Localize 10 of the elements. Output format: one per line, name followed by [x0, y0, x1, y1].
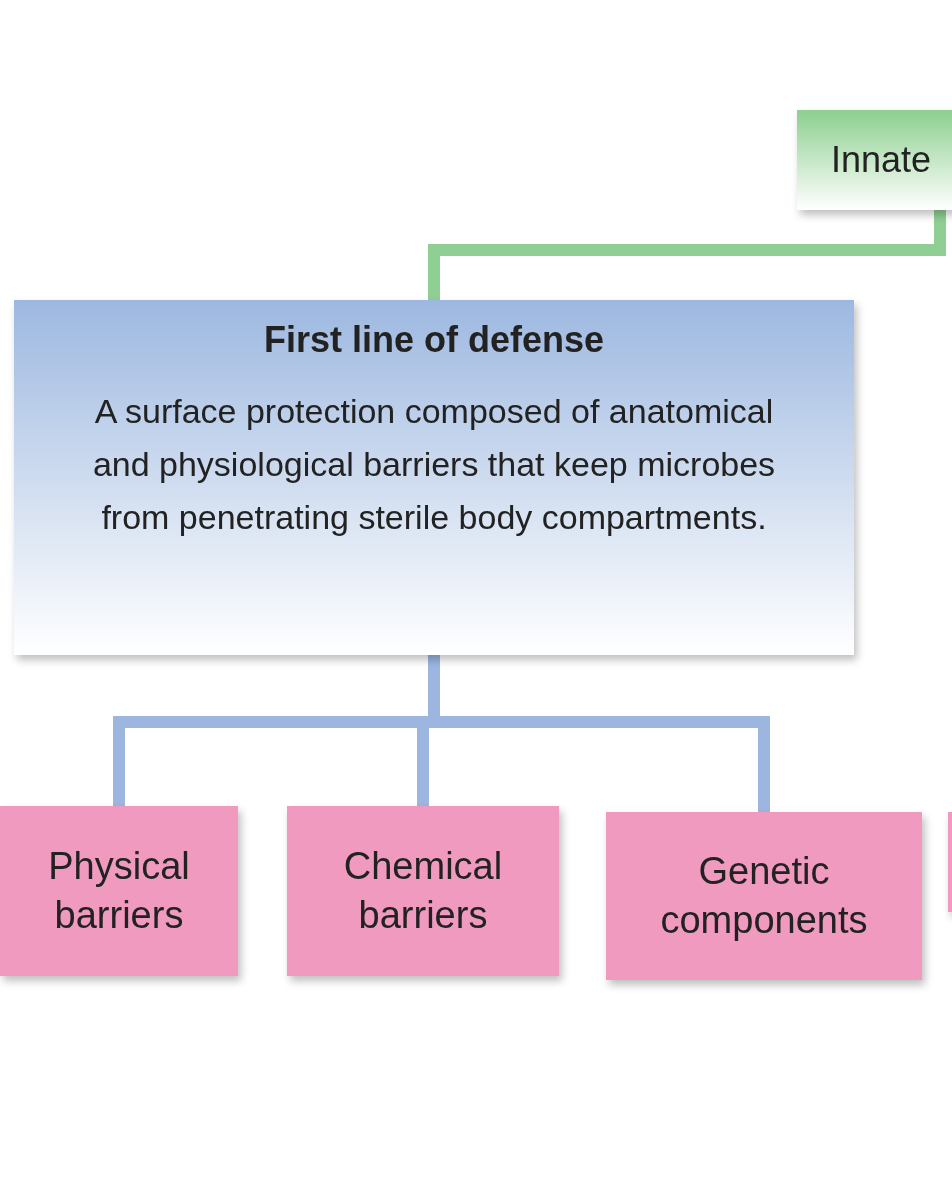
defense-box [14, 300, 854, 655]
component-box [287, 806, 559, 976]
node-label: Chemical barriers [342, 843, 504, 938]
component-box [0, 806, 238, 976]
description: A surface protection composed of anatomical and physiological barriers that keep microbes from penetrating sterile body compartments. [91, 391, 777, 538]
node-label: Genetic components [659, 848, 869, 943]
category-label: Innate [831, 139, 932, 181]
component-box [606, 812, 922, 980]
heading: First line of defense [263, 318, 605, 362]
node-label: Physical barriers [47, 843, 191, 938]
